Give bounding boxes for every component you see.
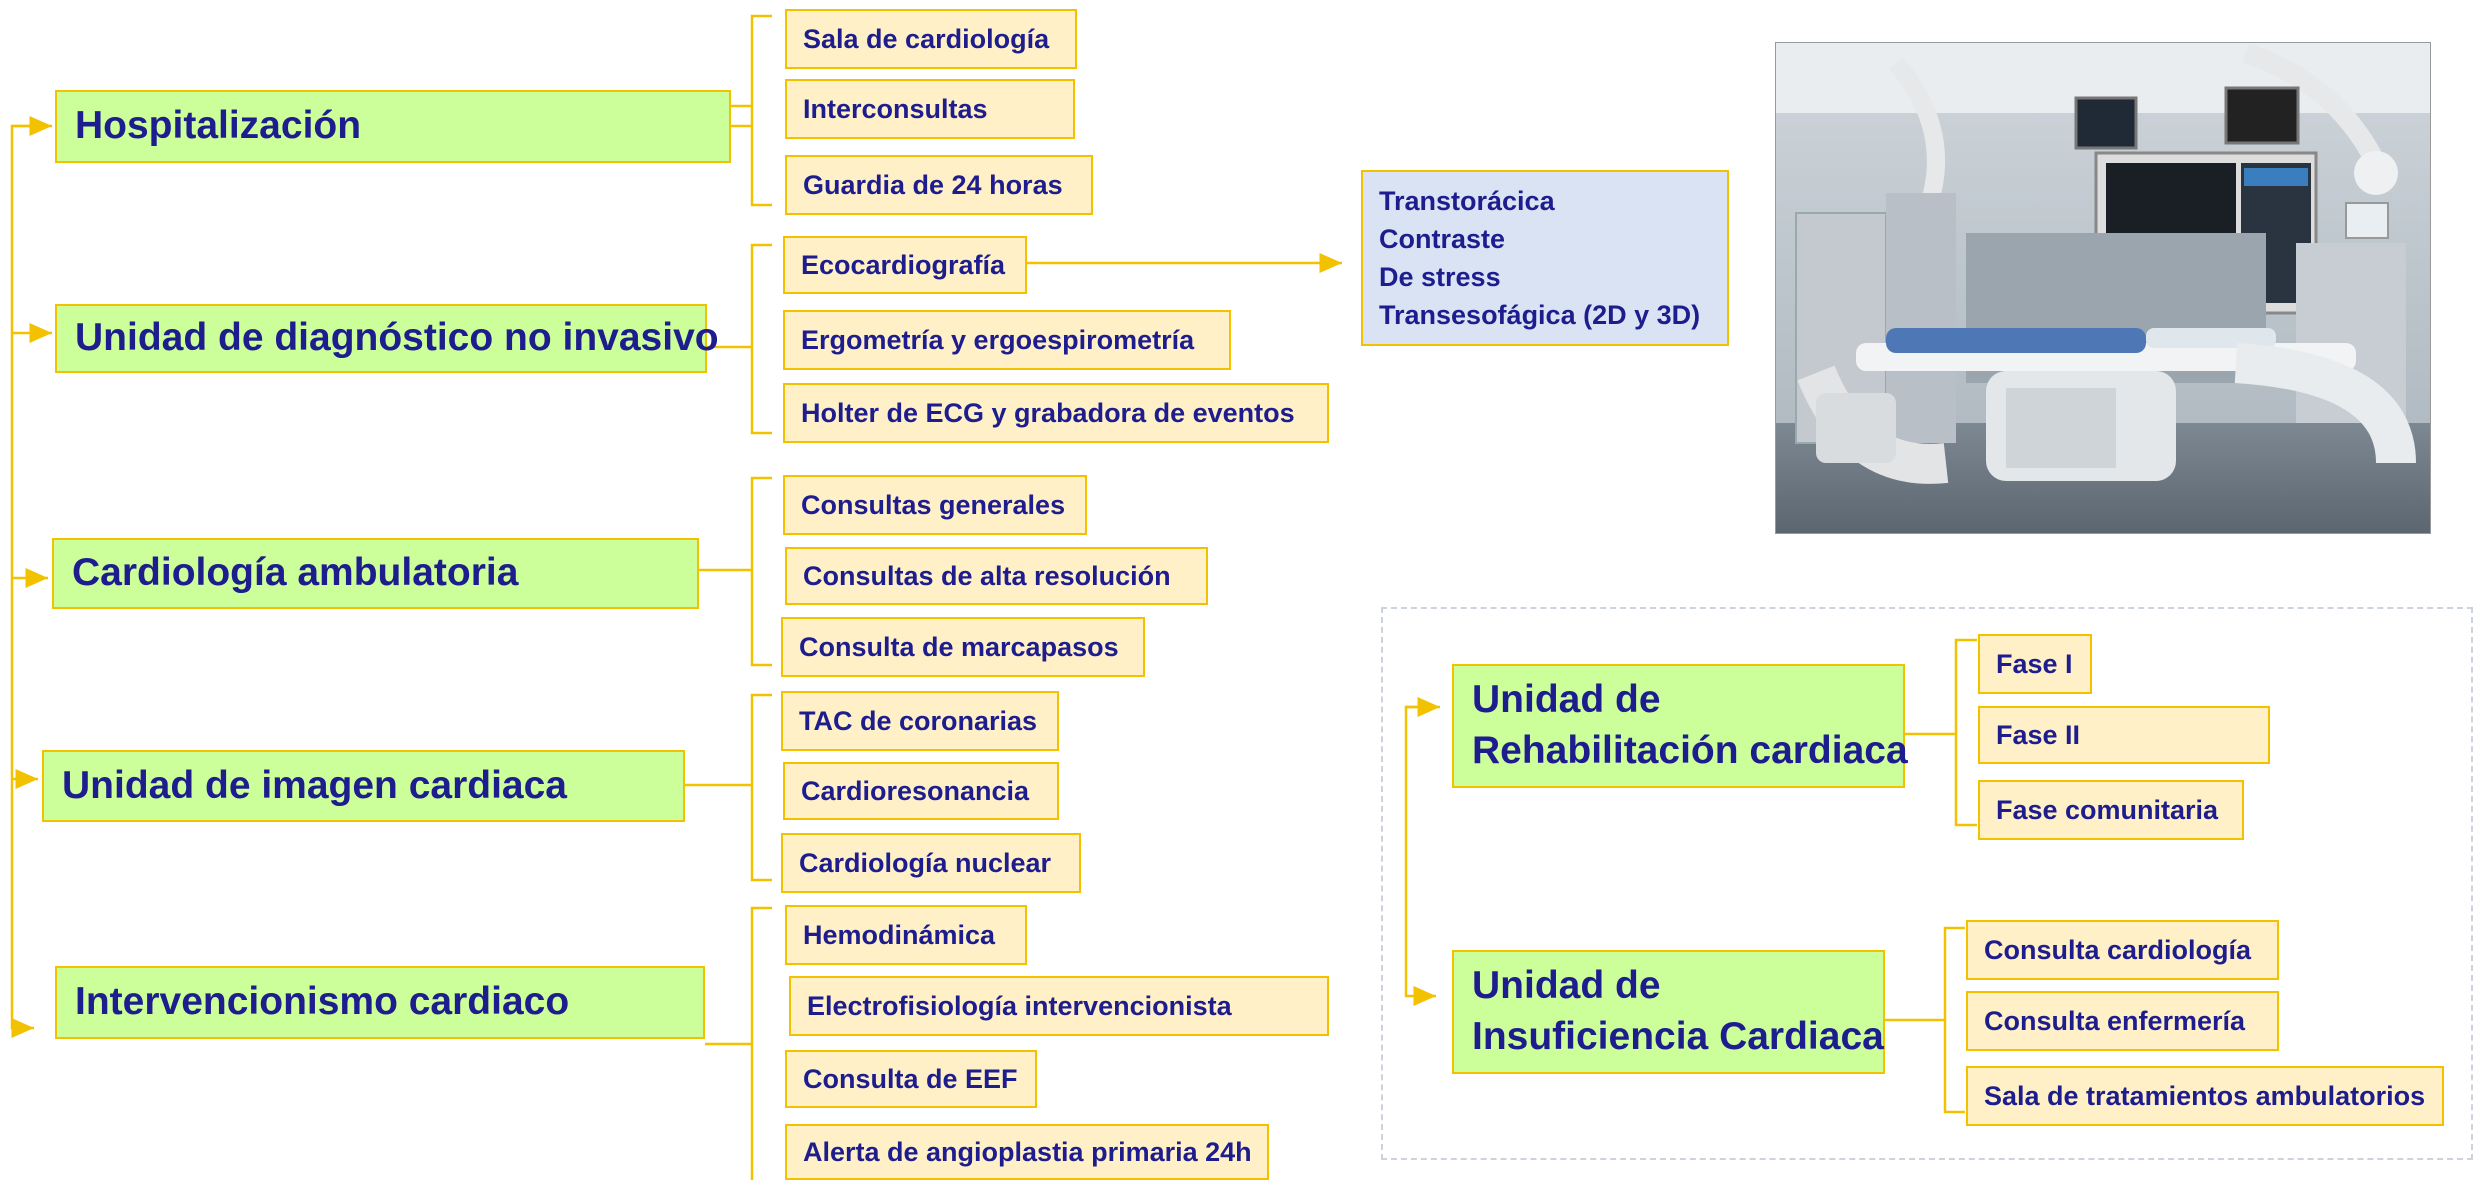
unit-cardiologia-ambulatoria: Cardiología ambulatoria: [52, 538, 699, 609]
ic-title-line2: Insuficiencia Cardiaca: [1472, 1015, 1884, 1058]
sub-fase-2: Fase II: [1978, 706, 2270, 764]
sub-alerta-angioplastia: Alerta de angioplastia primaria 24h: [785, 1124, 1269, 1180]
dashed-group-box: [1381, 607, 2473, 1160]
sub-hemodinamica: Hemodinámica: [785, 905, 1027, 965]
sub-ecocardiografia: Ecocardiografía: [783, 236, 1027, 294]
ic-title-line1: Unidad de: [1472, 964, 1661, 1008]
echo-type-contraste: Contraste: [1379, 224, 1506, 254]
unit-diagnostico-no-invasivo: Unidad de diagnóstico no invasivo: [55, 304, 719, 373]
sub-consulta-marcapasos: Consulta de marcapasos: [781, 617, 1145, 677]
sub-holter-ecg: Holter de ECG y grabadora de eventos: [783, 383, 1329, 443]
unit-intervencionismo-cardiaco: Intervencionismo cardiaco: [55, 966, 705, 1039]
sub-guardia-24h: Guardia de 24 horas: [785, 155, 1093, 215]
sub-electrofisiologia: Electrofisiología intervencionista: [789, 976, 1329, 1036]
sub-fase-comunitaria: Fase comunitaria: [1978, 780, 2244, 840]
sub-interconsultas: Interconsultas: [785, 79, 1075, 139]
cath-lab-illustration: [1776, 43, 2430, 533]
unit-insuficiencia-cardiaca: Unidad de Insuficiencia Cardiaca: [1452, 950, 1885, 1074]
echo-type-transtoracica: Transtorácica: [1379, 186, 1555, 216]
sub-consulta-cardiologia: Consulta cardiología: [1966, 920, 2279, 980]
sub-cardiologia-nuclear: Cardiología nuclear: [781, 833, 1081, 893]
sub-ergometria: Ergometría y ergoespirometría: [783, 310, 1231, 370]
unit-hospitalizacion: Hospitalización: [55, 90, 731, 163]
unit-rehabilitacion-cardiaca: Unidad de Rehabilitación cardiaca: [1452, 664, 1908, 788]
sub-consultas-generales: Consultas generales: [783, 475, 1087, 535]
sub-consulta-enfermeria: Consulta enfermería: [1966, 991, 2279, 1051]
sub-fase-1: Fase I: [1978, 634, 2092, 694]
sub-consulta-eef: Consulta de EEF: [785, 1050, 1037, 1108]
sub-tac-coronarias: TAC de coronarias: [781, 691, 1059, 751]
unit-imagen-cardiaca: Unidad de imagen cardiaca: [42, 750, 685, 822]
rehab-title-line2: Rehabilitación cardiaca: [1472, 729, 1908, 772]
sub-consultas-alta-resolucion: Consultas de alta resolución: [785, 547, 1208, 605]
cath-lab-photo: [1775, 42, 2431, 534]
sub-cardioresonancia: Cardioresonancia: [783, 762, 1059, 820]
echo-type-transesofagica: Transesofágica (2D y 3D): [1379, 300, 1701, 330]
echo-type-stress: De stress: [1379, 262, 1501, 292]
rehab-title-line1: Unidad de: [1472, 678, 1661, 722]
echo-types-box: Transtorácica Contraste De stress Transe…: [1361, 170, 1729, 346]
sub-sala-tratamientos: Sala de tratamientos ambulatorios: [1966, 1066, 2444, 1126]
sub-sala-cardiologia: Sala de cardiología: [785, 9, 1077, 69]
